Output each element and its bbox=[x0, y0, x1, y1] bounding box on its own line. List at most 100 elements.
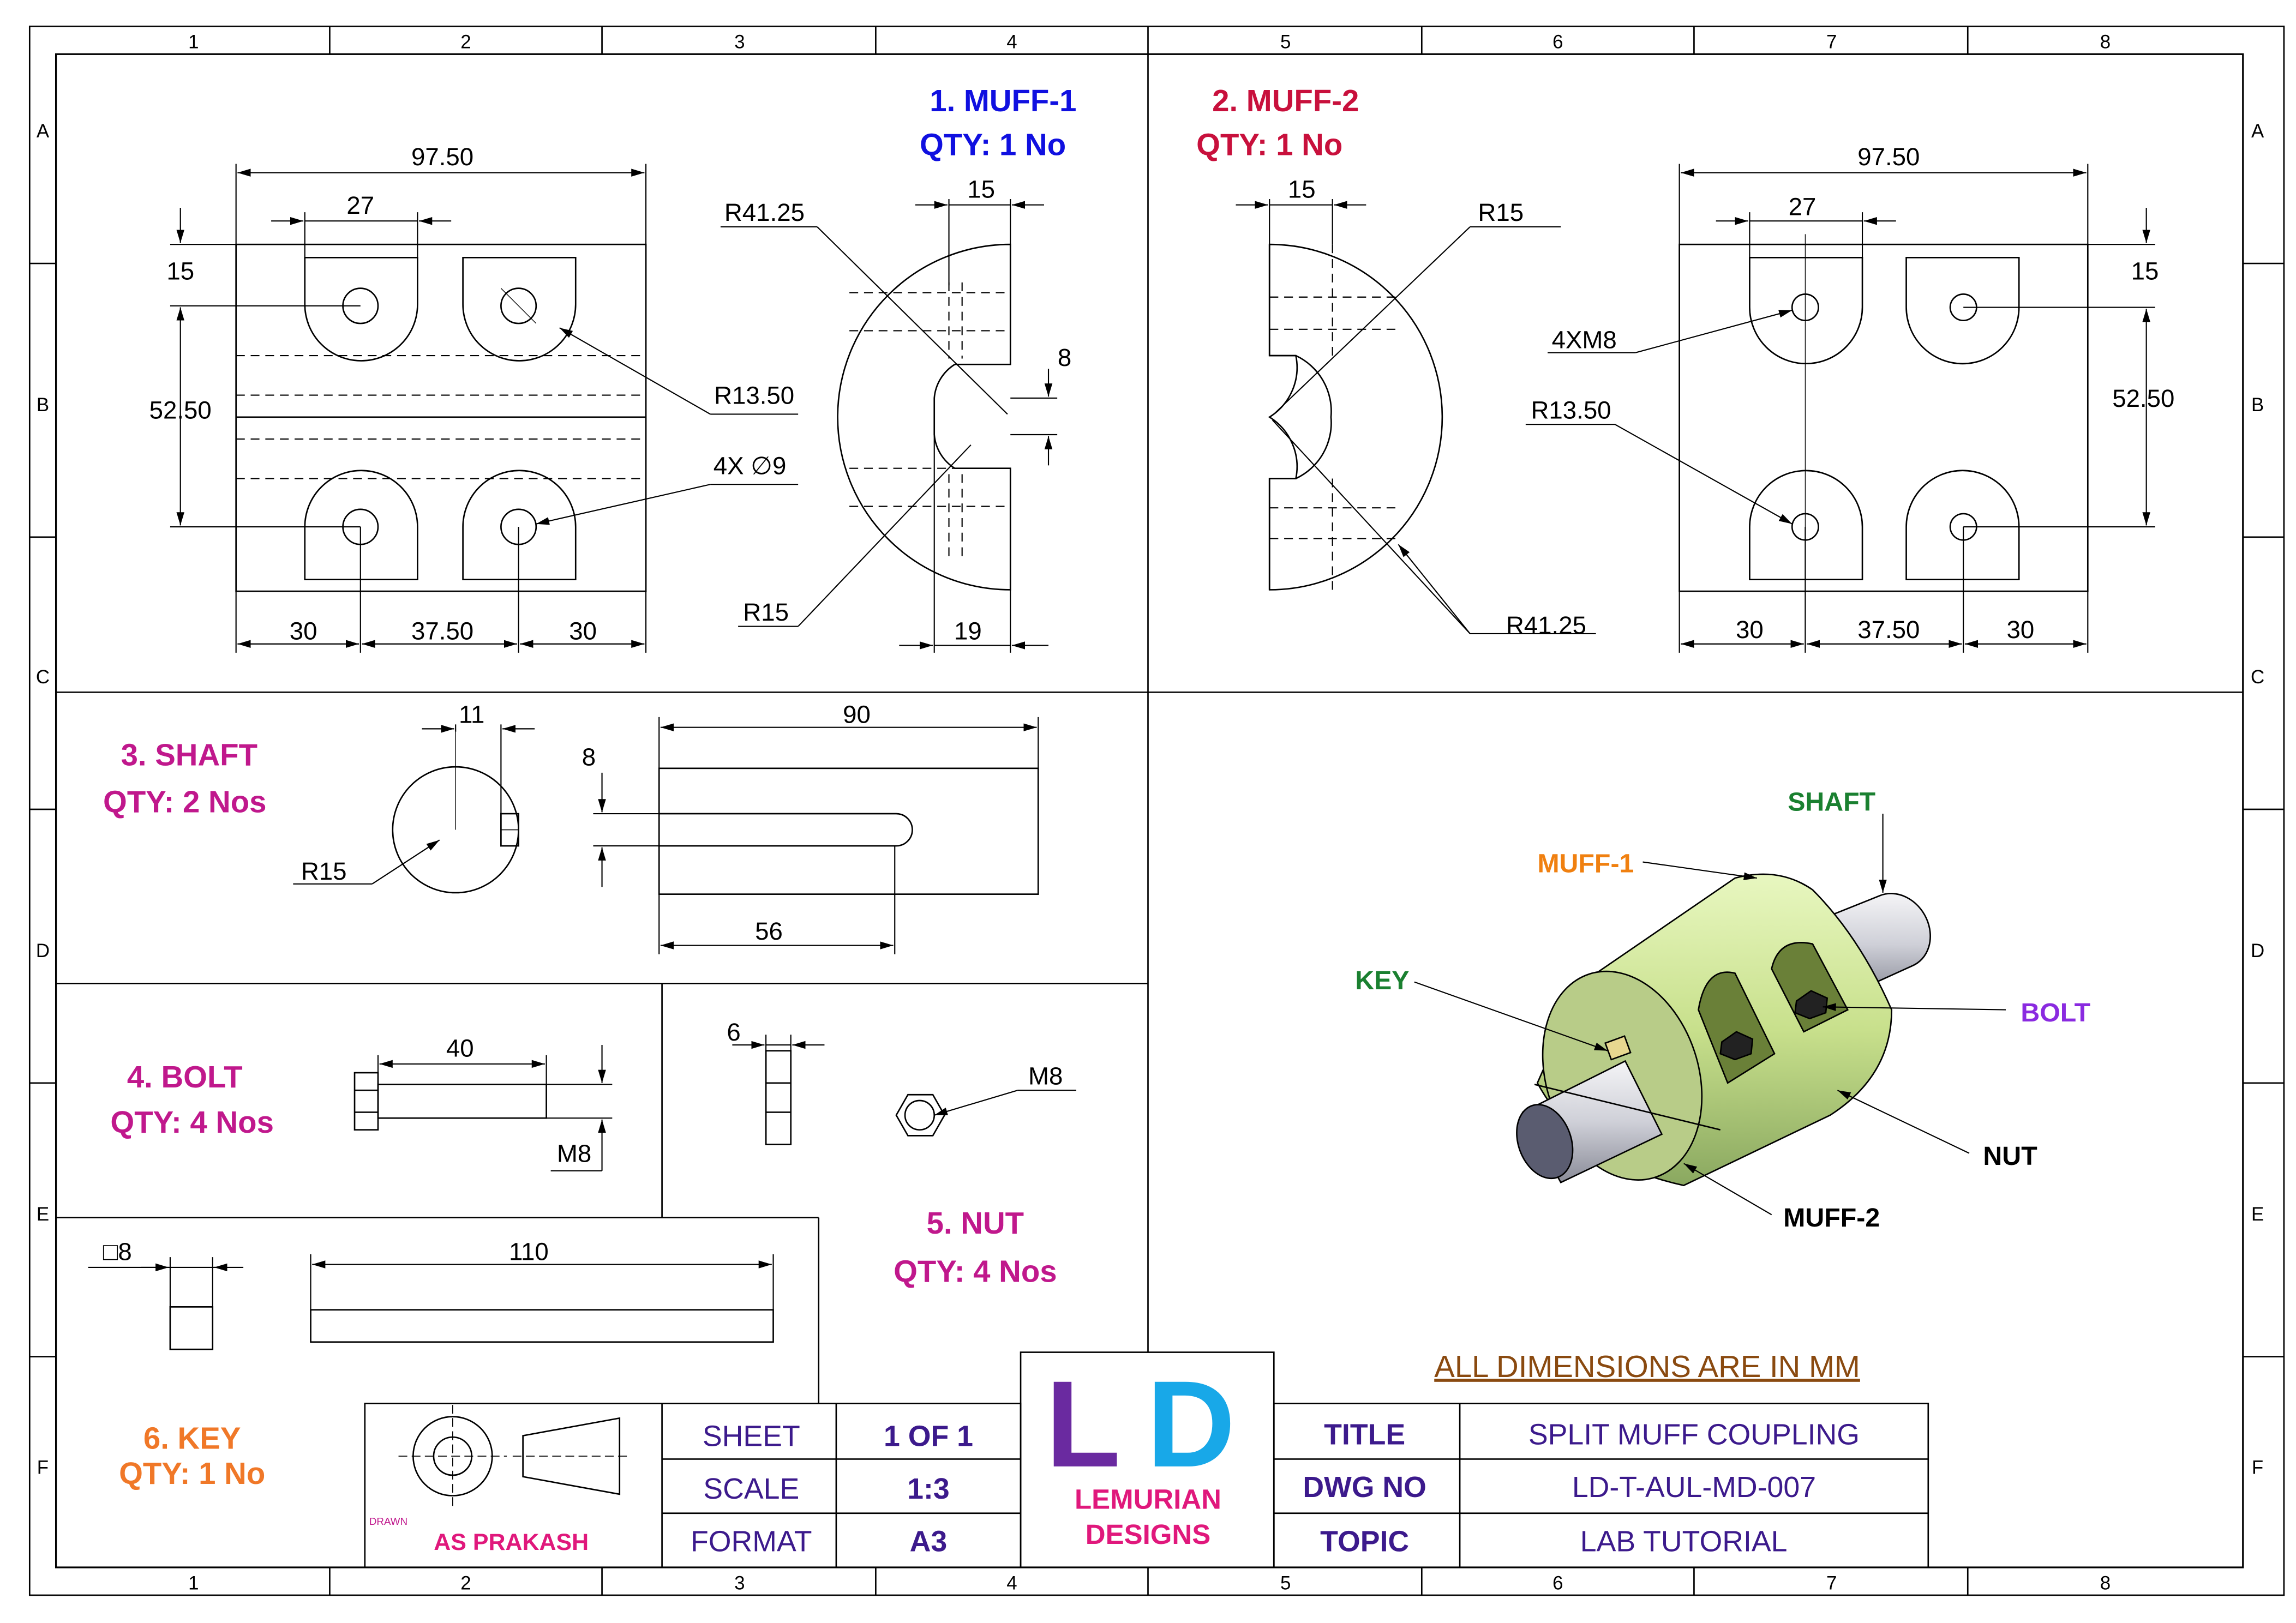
nut-qty: QTY: 4 Nos bbox=[894, 1254, 1057, 1289]
zone-row: E bbox=[2251, 1204, 2264, 1225]
topic-value: LAB TUTORIAL bbox=[1580, 1525, 1788, 1558]
assembly-isometric-view bbox=[1516, 873, 1932, 1187]
projection-symbol bbox=[398, 1405, 630, 1508]
zone-row: A bbox=[37, 121, 50, 142]
dim-text: 19 bbox=[954, 617, 982, 645]
svg-text:D: D bbox=[1147, 1355, 1236, 1493]
shaft-end-dimensions bbox=[293, 724, 535, 885]
bolt-title: 4. BOLT bbox=[127, 1060, 243, 1094]
dim-text: 37.50 bbox=[1857, 616, 1920, 644]
drawn-by: AS PRAKASH bbox=[434, 1529, 589, 1555]
key-qty: QTY: 1 No bbox=[119, 1456, 265, 1490]
dim-text: R41.25 bbox=[724, 199, 805, 226]
key-dimensions bbox=[88, 1254, 774, 1310]
format-label: FORMAT bbox=[691, 1525, 812, 1558]
zone-col: 1 bbox=[188, 1572, 199, 1594]
zone-col: 8 bbox=[2100, 32, 2111, 53]
muff2-qty: QTY: 1 No bbox=[1196, 127, 1342, 161]
muff2-side-view bbox=[1268, 243, 1443, 591]
dim-text: □8 bbox=[103, 1237, 132, 1265]
dim-text: R15 bbox=[1478, 199, 1524, 226]
sheet-value: 1 OF 1 bbox=[884, 1420, 973, 1452]
bolt-qty: QTY: 4 Nos bbox=[110, 1105, 274, 1139]
section-dividers bbox=[56, 54, 2243, 1404]
muff1-qty: QTY: 1 No bbox=[920, 127, 1066, 161]
dim-text: 37.50 bbox=[411, 617, 473, 645]
asm-label-muff2: MUFF-2 bbox=[1783, 1203, 1880, 1233]
company-logo: L D LEMURIAN DESIGNS bbox=[1046, 1355, 1236, 1550]
dwg-value: LD-T-AUL-MD-007 bbox=[1572, 1471, 1816, 1504]
dim-text: 11 bbox=[459, 701, 484, 729]
dim-text: R15 bbox=[743, 598, 789, 626]
zone-col: 1 bbox=[188, 32, 199, 53]
nut-views bbox=[765, 1050, 946, 1145]
dim-text: 4X ∅9 bbox=[714, 452, 787, 479]
shaft-end-face bbox=[1516, 1104, 1574, 1180]
dim-text: 27 bbox=[1789, 193, 1817, 220]
muff2-side-dimensions bbox=[1236, 199, 1596, 635]
dim-text: R13.50 bbox=[714, 382, 794, 410]
shaft-qty: QTY: 2 Nos bbox=[103, 784, 267, 819]
dim-text: 15 bbox=[967, 175, 995, 203]
title-label: TITLE bbox=[1324, 1418, 1405, 1451]
dim-text: 52.50 bbox=[2112, 384, 2174, 412]
dim-text: 97.50 bbox=[1857, 143, 1920, 171]
zone-col: 6 bbox=[1552, 1572, 1563, 1594]
logo-line2: DESIGNS bbox=[1086, 1519, 1210, 1550]
dim-text: 40 bbox=[446, 1034, 474, 1062]
dim-text: R15 bbox=[301, 857, 347, 885]
muff2-front-dimensions bbox=[1525, 164, 2155, 653]
zone-col: 5 bbox=[1280, 1572, 1291, 1594]
scale-label: SCALE bbox=[703, 1472, 799, 1505]
scale-value: 1:3 bbox=[907, 1472, 950, 1505]
shaft-title: 3. SHAFT bbox=[121, 737, 257, 772]
key-views bbox=[169, 1306, 774, 1350]
dim-text: 27 bbox=[346, 191, 374, 219]
zone-col: 7 bbox=[1826, 1572, 1837, 1594]
sheet-label: SHEET bbox=[703, 1420, 800, 1452]
dim-text: 8 bbox=[1058, 344, 1071, 371]
asm-label-shaft: SHAFT bbox=[1788, 788, 1875, 817]
asm-label-muff1: MUFF-1 bbox=[1537, 849, 1634, 878]
dwg-label: DWG NO bbox=[1303, 1471, 1426, 1504]
muff2-title: 2. MUFF-2 bbox=[1212, 83, 1359, 118]
bolt-view bbox=[353, 1072, 547, 1131]
bolt-head-2 bbox=[1794, 990, 1829, 1020]
dim-text: 30 bbox=[2006, 616, 2034, 644]
dim-text: 15 bbox=[1288, 175, 1316, 203]
muff1-side-view bbox=[837, 243, 1011, 591]
shaft-end-view bbox=[392, 731, 519, 894]
zone-labels: 1 2 3 4 5 6 7 8 1 2 3 4 5 6 7 8 A B C D … bbox=[36, 32, 2264, 1594]
bolt-pocket-1 bbox=[1698, 971, 1776, 1084]
dim-text: 30 bbox=[569, 617, 597, 645]
key-block bbox=[1604, 1035, 1632, 1061]
shaft-side-view bbox=[658, 767, 1039, 895]
svg-text:L: L bbox=[1046, 1355, 1121, 1493]
topic-label: TOPIC bbox=[1320, 1525, 1409, 1558]
dim-text: 110 bbox=[509, 1237, 549, 1265]
dim-text: M8 bbox=[557, 1140, 591, 1168]
zone-row: C bbox=[2251, 666, 2264, 688]
zone-col: 6 bbox=[1552, 32, 1563, 53]
dim-text: 97.50 bbox=[411, 143, 473, 171]
title-block-grid bbox=[364, 1351, 1929, 1568]
logo-line1: LEMURIAN bbox=[1075, 1484, 1221, 1515]
key-title: 6. KEY bbox=[143, 1421, 241, 1456]
muff1-title: 1. MUFF-1 bbox=[930, 83, 1076, 118]
asm-label-nut: NUT bbox=[1983, 1141, 2037, 1171]
zone-row: F bbox=[2252, 1457, 2263, 1478]
dim-text: 8 bbox=[582, 743, 596, 771]
asm-label-bolt: BOLT bbox=[2021, 998, 2090, 1027]
dim-text: 90 bbox=[843, 701, 871, 729]
dim-text: 15 bbox=[166, 257, 194, 285]
dim-text: 56 bbox=[755, 917, 783, 945]
muff1-front-view bbox=[235, 243, 647, 592]
shaft-side-dimensions bbox=[593, 717, 1039, 954]
zone-row: C bbox=[36, 666, 50, 688]
muff1-side-dimensions bbox=[720, 199, 1058, 653]
nut-dimensions bbox=[732, 1035, 1077, 1116]
zone-col: 7 bbox=[1826, 32, 1837, 53]
drawn-label: DRAWN bbox=[369, 1516, 407, 1527]
dim-text: 30 bbox=[290, 617, 317, 645]
